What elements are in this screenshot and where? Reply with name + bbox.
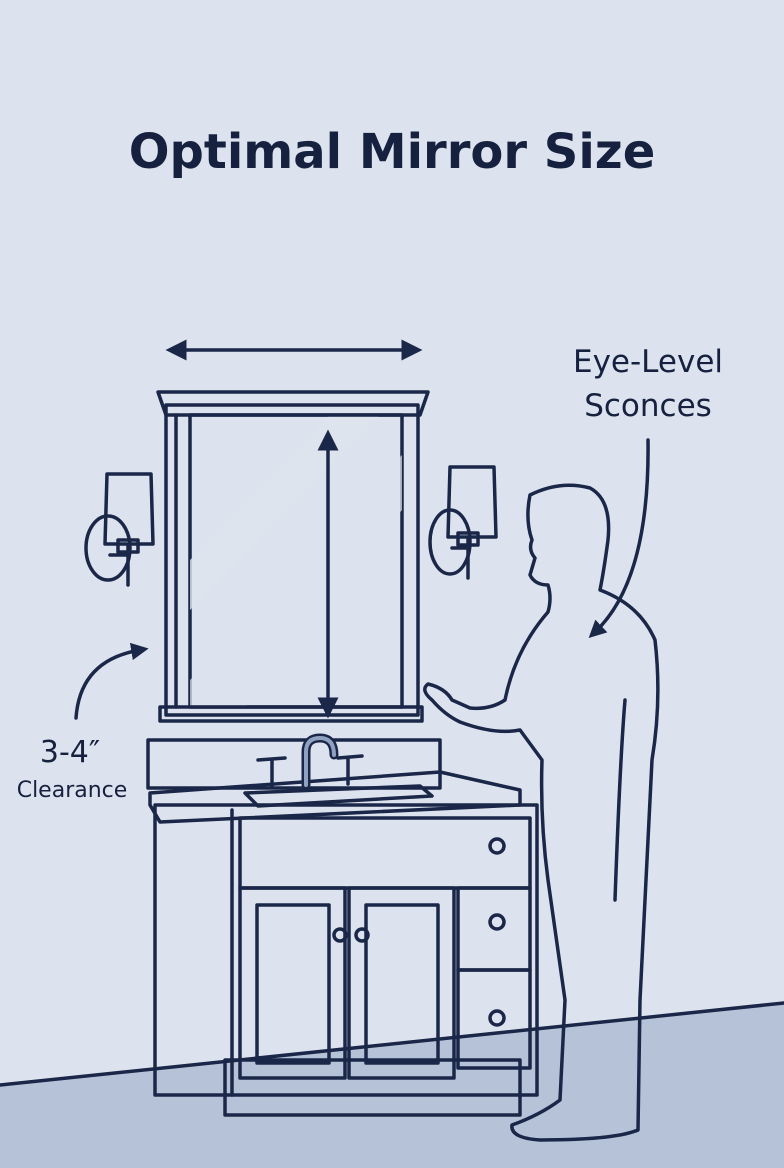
clearance-value: 3-4″: [40, 735, 100, 770]
floor-line: [0, 1001, 784, 1087]
mirror: [156, 390, 430, 723]
floor: [0, 1003, 784, 1168]
sconce-label-line2: Sconces: [584, 388, 712, 424]
page-title: Optimal Mirror Size: [129, 124, 656, 180]
person-silhouette: [423, 483, 660, 1142]
clearance-label: Clearance: [17, 778, 128, 803]
left-sconce: [84, 472, 155, 587]
clearance-pointer-arrow: [74, 642, 149, 720]
right-sconce: [428, 465, 498, 580]
sconces-pointer-arrow: [588, 438, 650, 639]
vanity: [146, 733, 539, 1117]
sconce-label-line1: Eye-Level: [573, 344, 723, 380]
